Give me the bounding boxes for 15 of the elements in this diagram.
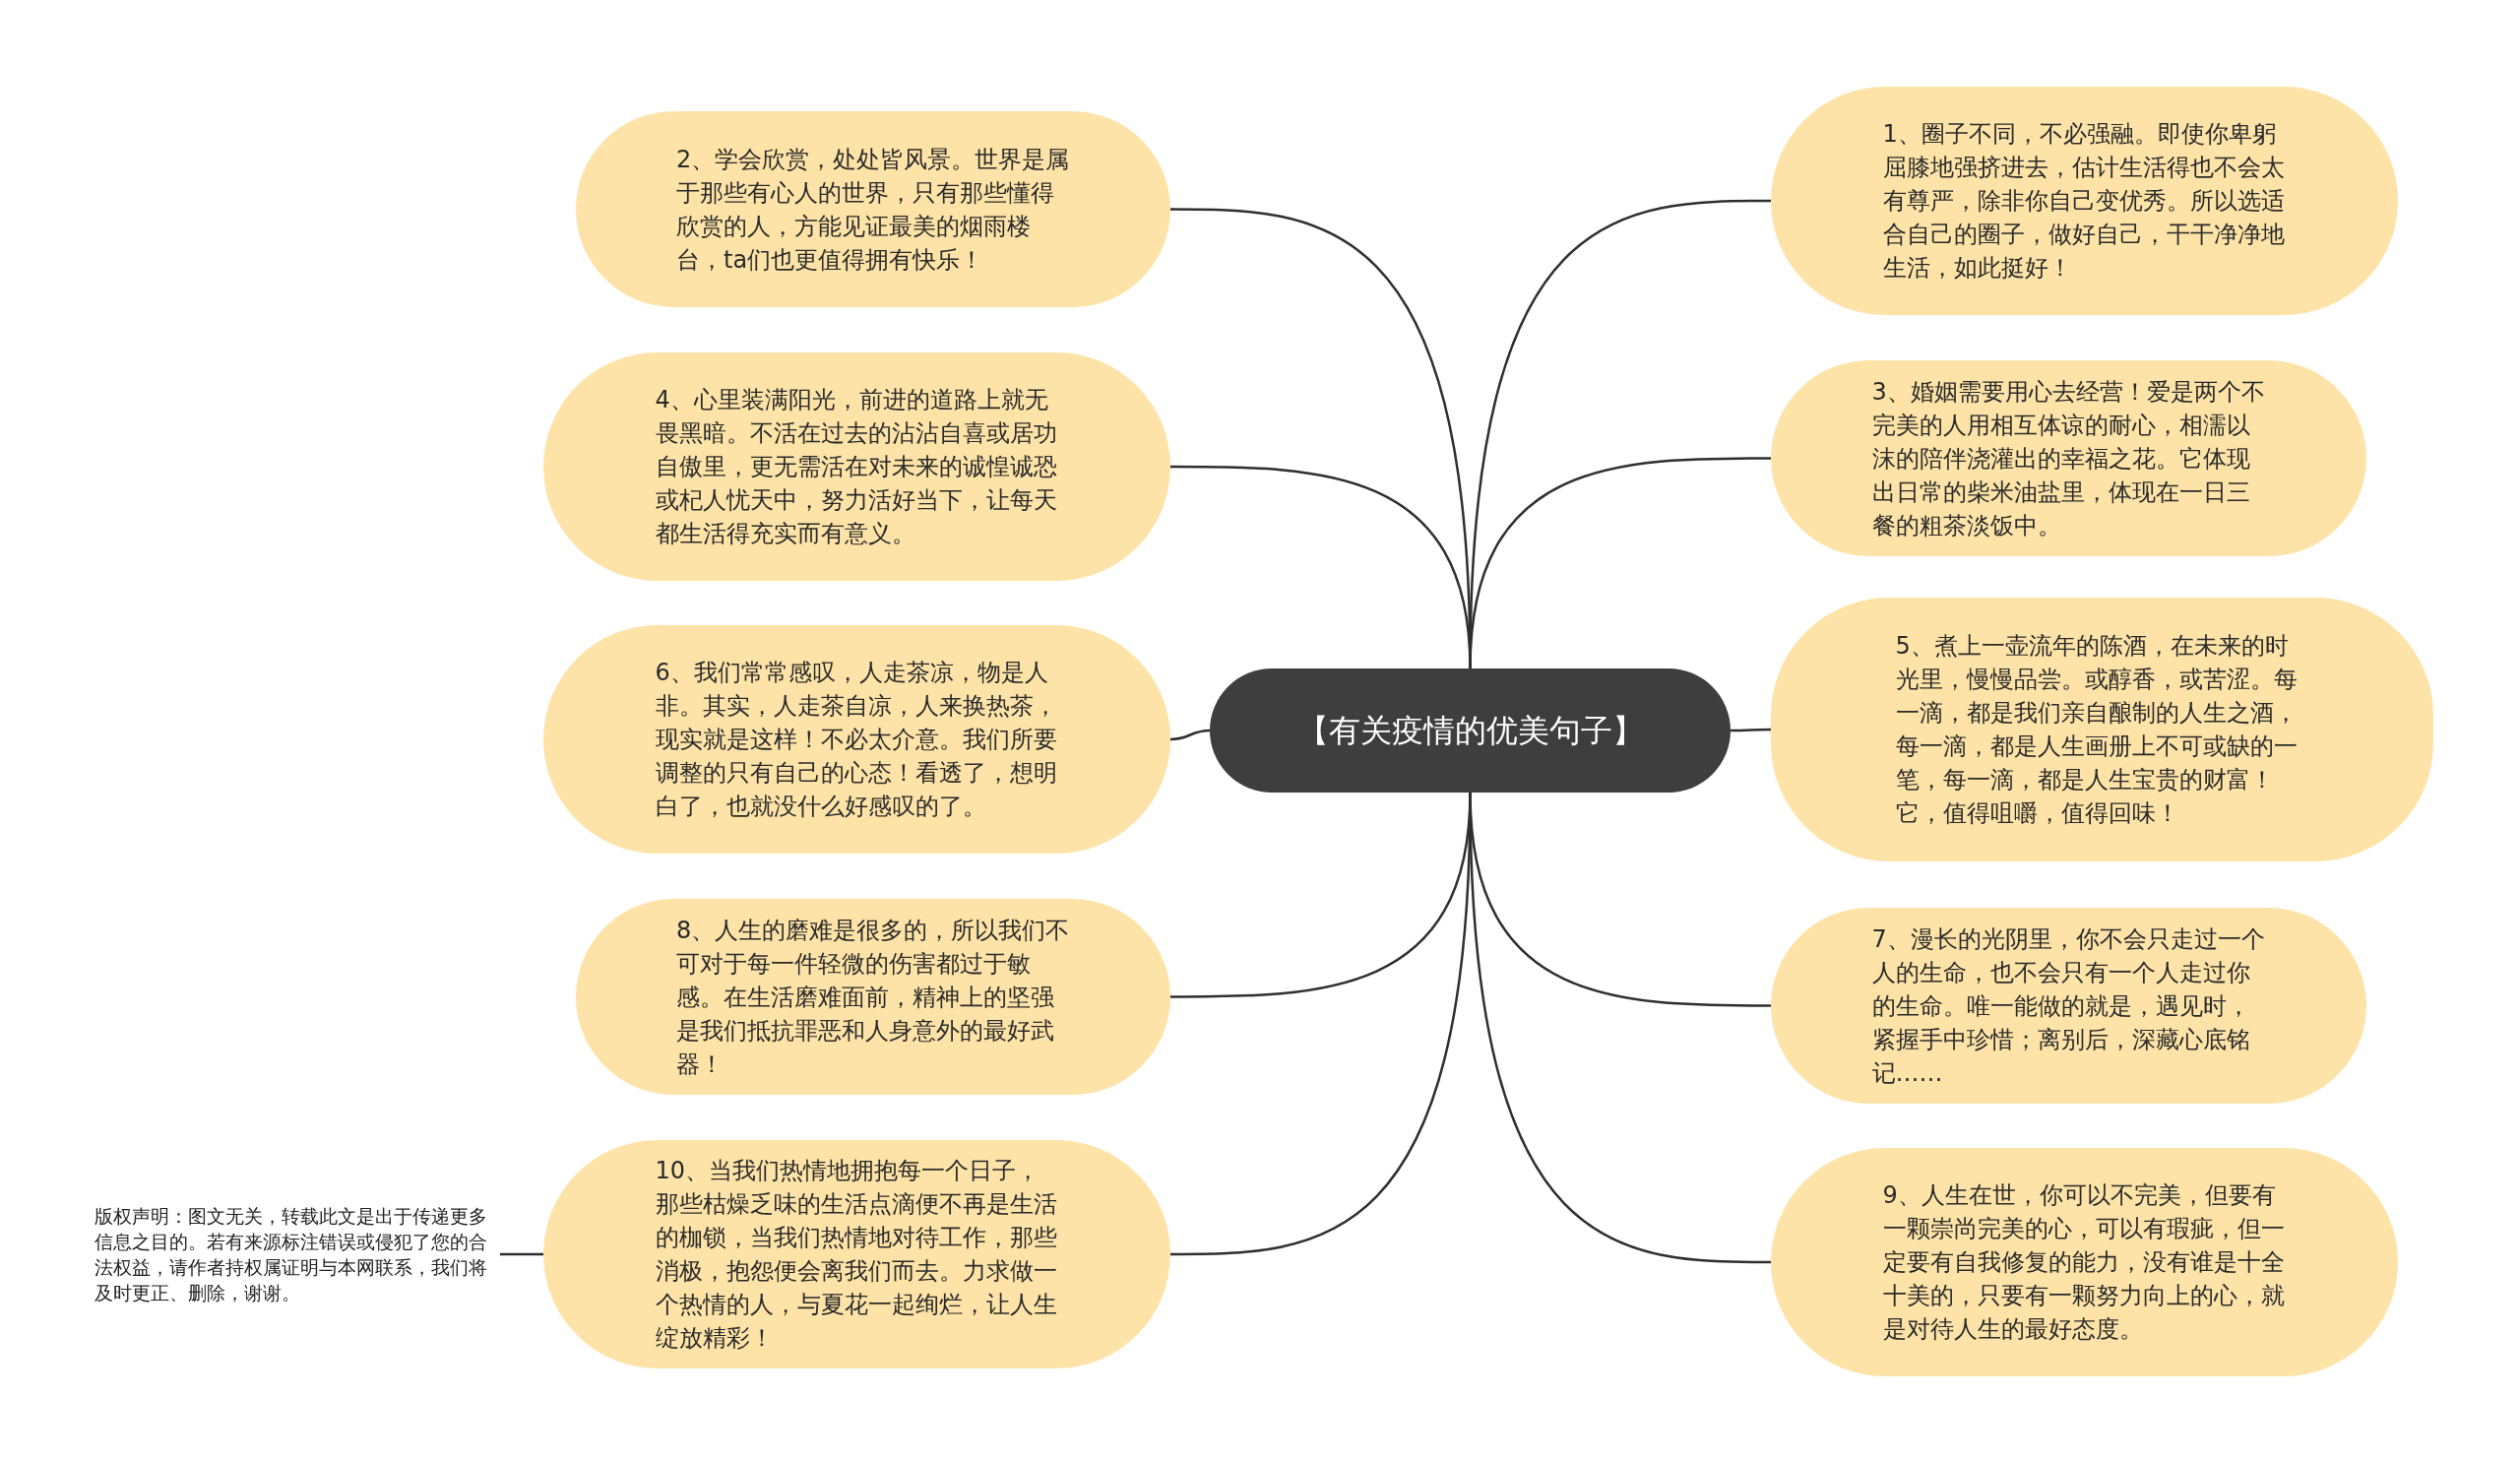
connector-line [1169, 729, 1211, 741]
text-bubble: 5、煮上一壶流年的陈酒，在未来的时光里，慢慢品尝。或醇香，或苦涩。每一滴，都是我们亲自酿制的人生之酒，每一滴，都是人生画册上不可或缺的一笔，每一滴，都是人生宝贵的财富！它，值得咀嚼，值得回味！ [1771, 598, 2433, 861]
text-bubble: 3、婚姻需要用心去经营！爱是两个不完美的人用相互体谅的耐心，相濡以沫的陪伴浇灌出的幸福之花。它体现出日常的柴米油盐里，体现在一日三餐的粗茶淡饭中。 [1771, 360, 2366, 556]
text-bubble: 9、人生在世，你可以不完美，但要有一颗崇尚完美的心，可以有瑕疵，但一定要有自我修复的能力，没有谁是十全十美的，只要有一颗努力向上的心，就是对待人生的最好态度。 [1771, 1148, 2398, 1376]
text-bubble: 6、我们常常感叹，人走茶凉，物是人非。其实，人走茶自凉，人来换热茶，现实就是这样！不必太介意。我们所要调整的只有自己的心态！看透了，想明白了，也就没什么好感叹的了。 [543, 625, 1170, 854]
text-bubble: 7、漫长的光阴里，你不会只走过一个人的生命，也不会只有一个人走过你的生命。唯一能做的就是，遇见时，紧握手中珍惜；离别后，深藏心底铭记…… [1771, 908, 2366, 1104]
copyright-note: 版权声明：图文无关，转载此文是出于传递更多信息之目的。若有来源标注错误或侵犯了您的合法权益，请作者持权属证明与本网联系，我们将及时更正、删除，谢谢。 [94, 1199, 500, 1309]
connector-line [500, 1252, 543, 1256]
text-bubble: 2、学会欣赏，处处皆风景。世界是属于那些有心人的世界，只有那些懂得欣赏的人，方能见证最美的烟雨楼台，ta们也更值得拥有快乐！ [576, 111, 1170, 307]
connector-line [1731, 728, 1771, 732]
text-bubble: 8、人生的磨难是很多的，所以我们不可对于每一件轻微的伤害都过于敏感。在生活磨难面前，精神上的坚强是我们抵抗罪恶和人身意外的最好武器！ [576, 899, 1170, 1095]
text-bubble: 4、心里装满阳光，前进的道路上就无畏黑暗。不活在过去的沾沾自喜或居功自傲里，更无需活在对未来的诚惶诚恐或杞人忧天中，努力活好当下，让每天都生活得充实而有意义。 [543, 352, 1170, 581]
text-bubble: 1、圈子不同，不必强融。即使你卑躬屈膝地强挤进去，估计生活得也不会太有尊严，除非你自己变优秀。所以选适合自己的圈子，做好自己，干干净净地生活，如此挺好！ [1771, 87, 2398, 315]
topic-bubble: 【有关疫情的优美句子】 [1210, 668, 1731, 793]
text-bubble: 10、当我们热情地拥抱每一个日子，那些枯燥乏味的生活点滴便不再是生活的枷锁，当我们热情地对待工作，那些消极，抱怨便会离我们而去。力求做一个热情的人，与夏花一起绚烂，让人生绽放精彩！ [543, 1140, 1170, 1368]
